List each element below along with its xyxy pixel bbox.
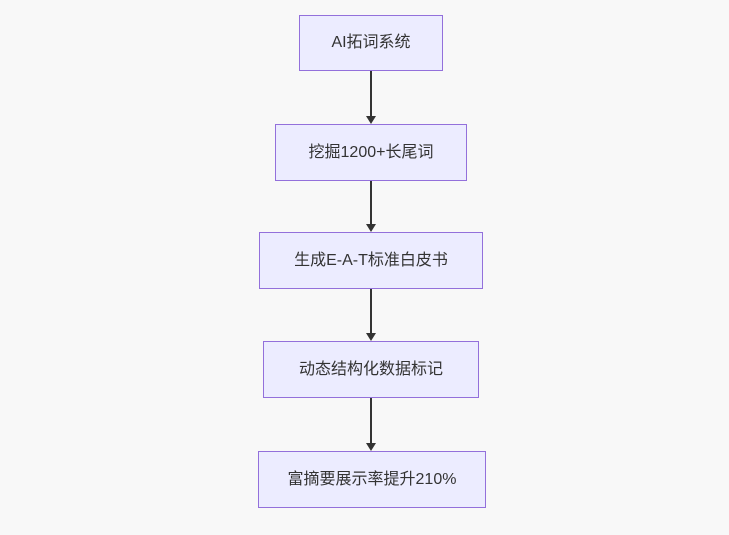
arrow-line [370,398,372,443]
arrow-line [370,181,372,224]
flow-node-structured-data-markup: 动态结构化数据标记 [263,341,479,398]
flow-node-eat-whitepaper: 生成E-A-T标准白皮书 [259,232,483,289]
flow-node-longtail-keywords: 挖掘1200+长尾词 [275,124,467,181]
flow-node-rich-snippet-rate: 富摘要展示率提升210% [258,451,486,508]
flow-arrow-3 [365,289,377,341]
node-label: 动态结构化数据标记 [298,360,443,378]
flow-arrow-2 [365,181,377,232]
node-label: 生成E-A-T标准白皮书 [294,251,448,269]
flow-node-ai-word-expansion: AI拓词系统 [299,15,443,71]
arrow-line [370,289,372,333]
arrowhead-down-icon [366,224,376,232]
arrow-line [370,71,372,116]
flow-arrow-1 [365,71,377,124]
flow-arrow-4 [365,398,377,451]
arrowhead-down-icon [366,443,376,451]
node-label: 挖掘1200+长尾词 [308,143,434,161]
node-label: 富摘要展示率提升210% [287,470,457,488]
node-label: AI拓词系统 [331,34,411,52]
arrowhead-down-icon [366,116,376,124]
arrowhead-down-icon [366,333,376,341]
